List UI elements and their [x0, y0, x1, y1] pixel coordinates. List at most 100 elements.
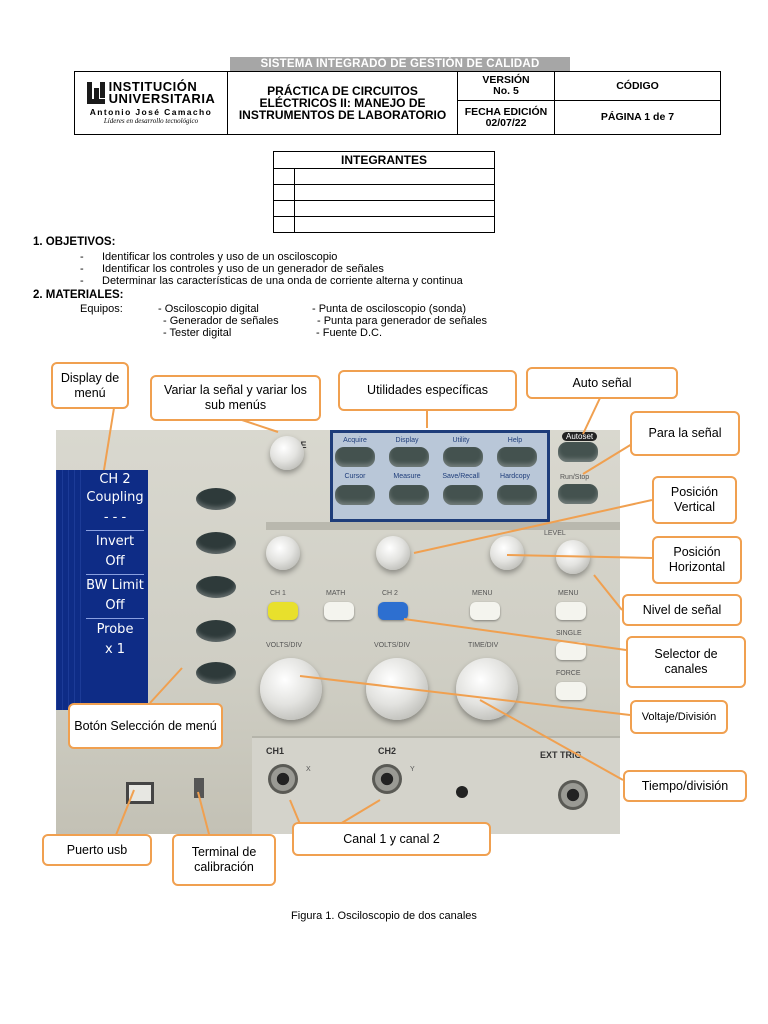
ch2-btn-label: CH 2 [382, 590, 398, 597]
logo-line1: INSTITUCIÓN [108, 79, 198, 94]
callout-para-senal: Para la señal [630, 411, 740, 456]
lcd-item: Off [105, 554, 125, 569]
callout-terminal: Terminal de calibración [172, 834, 276, 886]
lcd-item: Off [105, 598, 125, 613]
ext-trig-label: EXT TRIG [540, 750, 582, 760]
trig-menu-label: MENU [558, 590, 579, 597]
callout-canales: Canal 1 y canal 2 [292, 822, 491, 856]
cursor-label: Cursor [344, 473, 366, 480]
fecha-label: FECHA EDICIÓN [464, 105, 548, 118]
runstop-label: Run/Stop [560, 474, 590, 481]
lcd-item: Probe [96, 622, 134, 637]
menu-select-button[interactable] [196, 488, 236, 510]
ch1-button[interactable] [268, 602, 298, 620]
material-item: - Tester digital [163, 327, 232, 339]
hardcopy-button[interactable] [497, 485, 537, 505]
list-item: -Determinar las características de una o… [80, 275, 463, 287]
callout-boton-menu: Botón Selección de menú [68, 703, 223, 749]
table-row [273, 216, 495, 233]
ch1-volts-div-knob[interactable] [260, 658, 322, 720]
integrante-field[interactable] [294, 216, 495, 233]
objetivos-heading: 1. OBJETIVOS: [33, 236, 116, 248]
institution-logo-icon [86, 82, 105, 104]
title-line2: ELÉCTRICOS II: MANEJO DE [259, 96, 426, 110]
single-button[interactable] [556, 642, 586, 660]
codigo-cell: CÓDIGO [554, 71, 721, 101]
cursor-button[interactable] [335, 485, 375, 505]
integrante-field[interactable] [294, 168, 495, 185]
force-label: FORCE [556, 670, 581, 677]
autoset-label: Autoset [562, 432, 598, 441]
volts-div-label: VOLTS/DIV [266, 642, 303, 649]
time-div-knob[interactable] [456, 658, 518, 720]
horizontal-menu-button[interactable] [470, 602, 500, 620]
y-axis-label: Y [410, 766, 415, 773]
fecha-value: 02/07/22 [485, 116, 527, 129]
autoset-button[interactable] [558, 442, 598, 462]
ch2-volts-div-knob[interactable] [366, 658, 428, 720]
ch2-bnc-connector[interactable] [372, 764, 402, 794]
ch1-input-label: CH1 [266, 746, 285, 756]
pagina-cell: PÁGINA 1 de 7 [554, 100, 721, 135]
integrante-field[interactable] [294, 200, 495, 217]
callout-pos-vertical: Posición Vertical [652, 476, 737, 524]
vertical-position-knob[interactable] [376, 536, 410, 570]
force-button[interactable] [556, 682, 586, 700]
menu-select-button[interactable] [196, 662, 236, 684]
ch2-button[interactable] [378, 602, 408, 620]
lcd-item: BW Limit [86, 578, 144, 593]
list-item: -Identificar los controles y uso de un g… [80, 263, 384, 275]
help-button[interactable] [497, 447, 537, 467]
ch1-bnc-connector[interactable] [268, 764, 298, 794]
volts-div-label-2: VOLTS/DIV [374, 642, 411, 649]
lcd-menu-display: CH 2 Coupling - - - Invert Off BW Limit … [56, 470, 148, 710]
lcd-item: CH 2 [99, 472, 131, 487]
ch1-position-knob[interactable] [266, 536, 300, 570]
callout-selector: Selector de canales [626, 636, 746, 688]
codigo-label: CÓDIGO [616, 79, 659, 92]
callout-pos-horizontal: Posición Horizontal [652, 536, 742, 584]
calibration-terminal[interactable] [194, 778, 204, 798]
acquire-button[interactable] [335, 447, 375, 467]
ext-trig-connector[interactable] [558, 780, 588, 810]
quality-system-band: SISTEMA INTEGRADO DE GESTIÓN DE CALIDAD [230, 57, 570, 71]
logo-line3: Antonio José Camacho [89, 107, 213, 117]
material-item: - Osciloscopio digital [158, 303, 259, 315]
trigger-level-knob[interactable] [556, 540, 590, 574]
title-line1: PRÁCTICA DE CIRCUITOS [267, 84, 418, 98]
usb-port[interactable] [126, 782, 154, 804]
variable-knob[interactable] [270, 436, 304, 470]
menu-select-button[interactable] [196, 620, 236, 642]
ch1-btn-label: CH 1 [270, 590, 286, 597]
table-row [273, 184, 495, 201]
lcd-item: Invert [95, 534, 135, 549]
horizontal-position-knob[interactable] [490, 536, 524, 570]
integrantes-title: INTEGRANTES [273, 151, 495, 169]
ch2-input-label: CH2 [378, 746, 397, 756]
integrante-field[interactable] [294, 184, 495, 201]
callout-nivel: Nivel de señal [622, 594, 742, 626]
run-stop-button[interactable] [558, 484, 598, 504]
save-recall-button[interactable] [443, 485, 483, 505]
menu-select-button[interactable] [196, 576, 236, 598]
material-item: - Punta para generador de señales [317, 315, 488, 327]
display-label: Display [395, 437, 419, 444]
callout-display-menu: Display de menú [51, 362, 129, 409]
single-label: SINGLE [556, 630, 582, 637]
page-number: PÁGINA 1 de 7 [600, 111, 675, 123]
callout-utilidades: Utilidades específicas [338, 370, 517, 411]
measure-button[interactable] [389, 485, 429, 505]
trigger-menu-button[interactable] [556, 602, 586, 620]
fecha-cell: FECHA EDICIÓN 02/07/22 [457, 100, 555, 135]
help-label: Help [507, 437, 523, 444]
utility-label: Utility [452, 437, 470, 444]
material-item: - Generador de señales [163, 315, 279, 327]
math-button[interactable] [324, 602, 354, 620]
equipos-label: Equipos: [80, 303, 123, 315]
display-button[interactable] [389, 447, 429, 467]
table-row [273, 200, 495, 217]
menu-select-button[interactable] [196, 532, 236, 554]
utility-button[interactable] [443, 447, 483, 467]
lcd-item: Coupling [86, 490, 144, 505]
callout-usb: Puerto usb [42, 834, 152, 866]
